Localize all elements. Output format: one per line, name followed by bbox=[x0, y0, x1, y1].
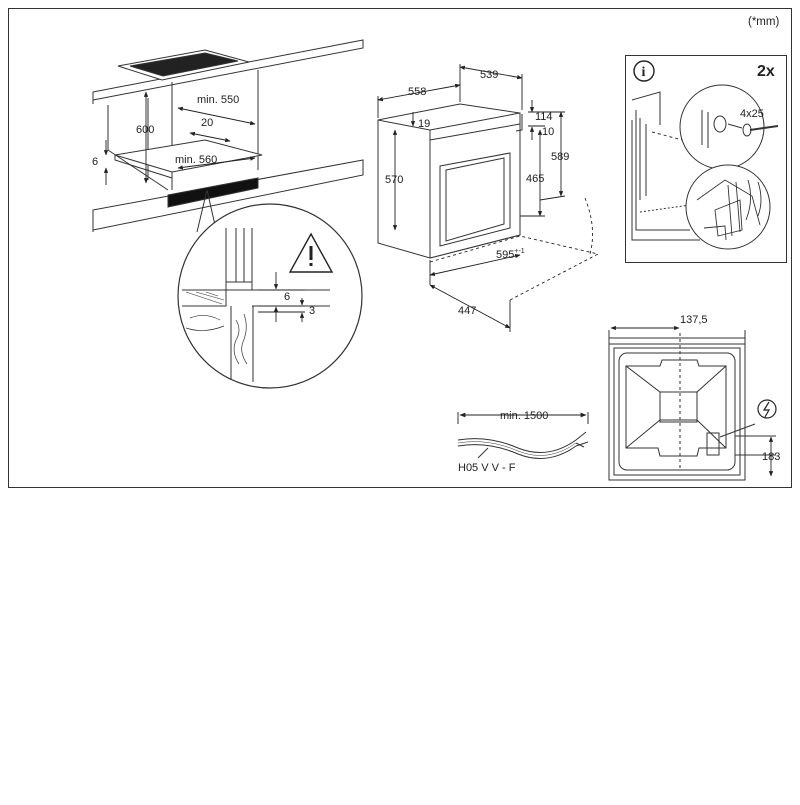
power-cable-illustration bbox=[457, 412, 589, 459]
fixing-detail-panel: i 2x 4x25 bbox=[625, 55, 787, 263]
cabinet-min-depth-label: min. 550 bbox=[197, 94, 239, 106]
oven-dimension-lines bbox=[377, 64, 600, 332]
oven-total-height-label: 589 bbox=[551, 151, 569, 163]
detail-callout-pointer bbox=[196, 189, 216, 233]
oven-top-2-label: 10 bbox=[542, 126, 554, 138]
rear-dimension-lines bbox=[610, 325, 774, 477]
info-icon bbox=[633, 60, 655, 82]
unit-note: (*mm) bbox=[748, 16, 779, 28]
cabinet-illustration bbox=[92, 39, 364, 232]
cabinet-gap-label: 20 bbox=[201, 117, 213, 129]
oven-front-depth-label: 539 bbox=[480, 69, 498, 81]
oven-top-1-label: 114 bbox=[535, 111, 553, 123]
oven-width-label: 595+-1 bbox=[496, 248, 525, 261]
cabinet-dimension-lines bbox=[103, 91, 256, 185]
electrical-connection-icon bbox=[757, 399, 777, 419]
cabinet-height-label: 600 bbox=[136, 124, 154, 136]
cable-min-length-label: min. 1500 bbox=[500, 410, 548, 422]
oven-cavity-height-label: 465 bbox=[526, 173, 544, 185]
fixing-count: 2x bbox=[757, 63, 775, 80]
oven-top-offset-label: 19 bbox=[418, 118, 430, 130]
cable-type-label: H05 V V - F bbox=[458, 462, 516, 474]
oven-illustration bbox=[377, 103, 523, 259]
cabinet-min-width-label: min. 560 bbox=[175, 154, 217, 166]
diagram-frame bbox=[8, 8, 792, 488]
rear-offset-x-label: 137,5 bbox=[680, 314, 708, 326]
rear-view-panel bbox=[608, 330, 776, 481]
cabinet-bottom-label: 6 bbox=[92, 156, 98, 168]
info-symbol: i bbox=[642, 65, 646, 80]
detail-dim-3: 3 bbox=[309, 305, 315, 317]
detail-zoom-circle bbox=[177, 203, 363, 389]
rear-offset-y-label: 183 bbox=[762, 451, 780, 463]
oven-height-label: 570 bbox=[385, 174, 403, 186]
oven-width-tolerance: +-1 bbox=[514, 248, 524, 255]
oven-side-depth-label: 447 bbox=[458, 305, 476, 317]
detail-dim-6: 6 bbox=[284, 291, 290, 303]
screw-size-label: 4x25 bbox=[740, 108, 764, 120]
oven-depth-label: 558 bbox=[408, 86, 426, 98]
